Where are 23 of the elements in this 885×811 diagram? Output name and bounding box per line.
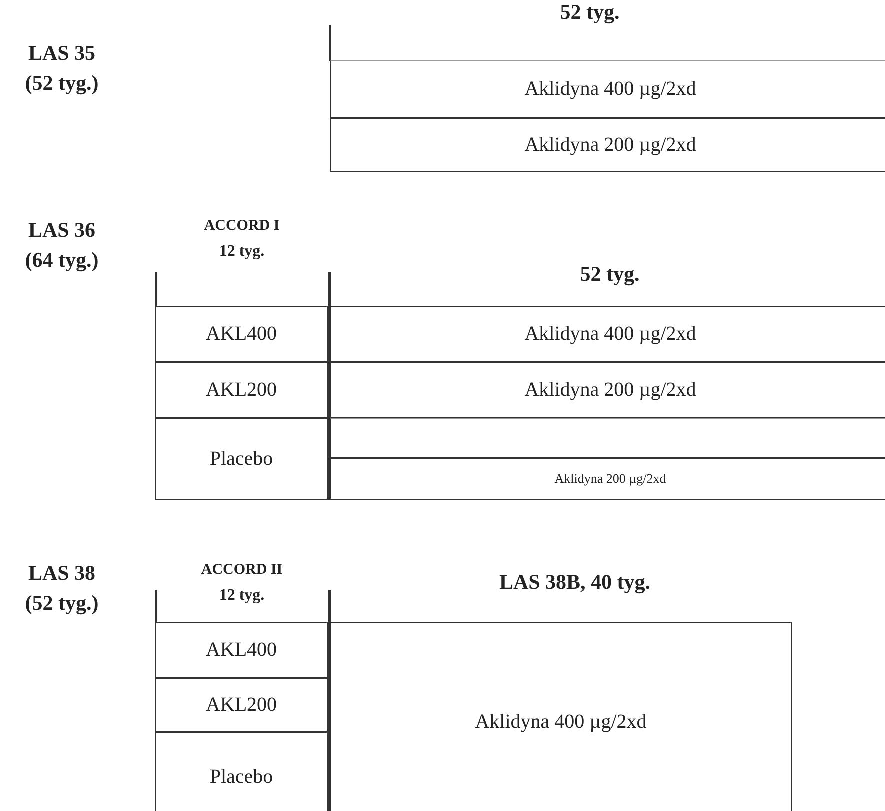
period-heading: 52 tyg. [580, 262, 640, 287]
period-heading: LAS 38B, 40 tyg. [499, 570, 651, 595]
treatment-row: AKL200 [155, 362, 330, 418]
treatment-row: Aklidyna 200 µg/2xd [330, 362, 885, 418]
treatment-row: Aklidyna 400 µg/2xd [330, 306, 885, 362]
treatment-row: Placebo [155, 418, 330, 500]
duration-label: 12 tyg. [219, 587, 265, 605]
duration-label: 12 tyg. [219, 243, 265, 261]
treatment-row: Aklidyna 200 µg/2xd [330, 118, 885, 172]
study-name: LAS 38 (52 tyg.) [24, 560, 100, 618]
study-name: LAS 36 (64 tyg.) [24, 217, 100, 274]
period-heading: 52 tyg. [560, 0, 620, 25]
phase-heading: ACCORD II [201, 562, 283, 579]
treatment-row: Aklidyna 200 µg/2xd [330, 458, 885, 500]
treatment-row: Placebo [155, 732, 330, 811]
treatment-row [330, 418, 885, 458]
treatment-row: Aklidyna 400 µg/2xd [330, 622, 792, 811]
treatment-row: AKL400 [155, 306, 330, 362]
treatment-row: AKL400 [155, 622, 330, 678]
treatment-row: Aklidyna 400 µg/2xd [330, 60, 885, 118]
treatment-row: AKL200 [155, 678, 330, 732]
study-name: LAS 35 (52 tyg.) [24, 40, 100, 98]
phase-heading: ACCORD I [204, 218, 280, 235]
